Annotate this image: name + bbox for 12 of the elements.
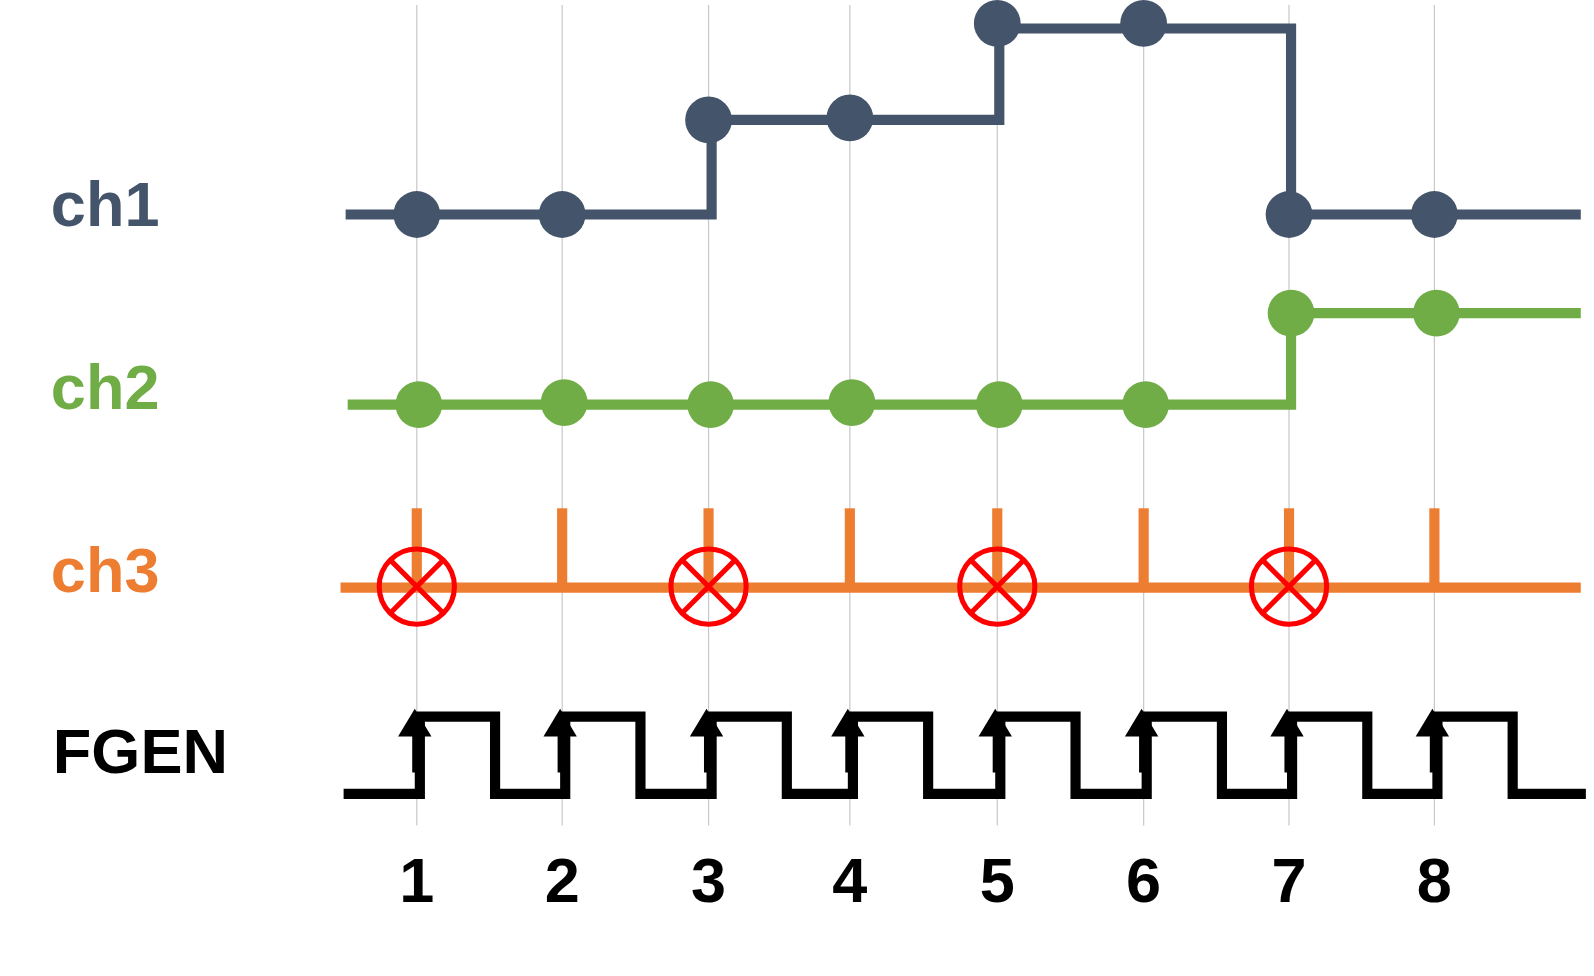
channel-label: ch1 bbox=[50, 172, 160, 236]
sample-number: 7 bbox=[1270, 848, 1308, 912]
channel-label: FGEN bbox=[52, 719, 228, 783]
sample-number: 8 bbox=[1415, 848, 1453, 912]
sample-number: 4 bbox=[831, 848, 869, 912]
channel-label: ch2 bbox=[50, 355, 160, 419]
sample-number: 2 bbox=[543, 848, 581, 912]
sample-number: 6 bbox=[1125, 848, 1163, 912]
sample-number: 1 bbox=[398, 848, 436, 912]
sample-number: 5 bbox=[978, 848, 1016, 912]
channel-label: ch3 bbox=[50, 538, 160, 602]
sample-number: 3 bbox=[690, 848, 728, 912]
